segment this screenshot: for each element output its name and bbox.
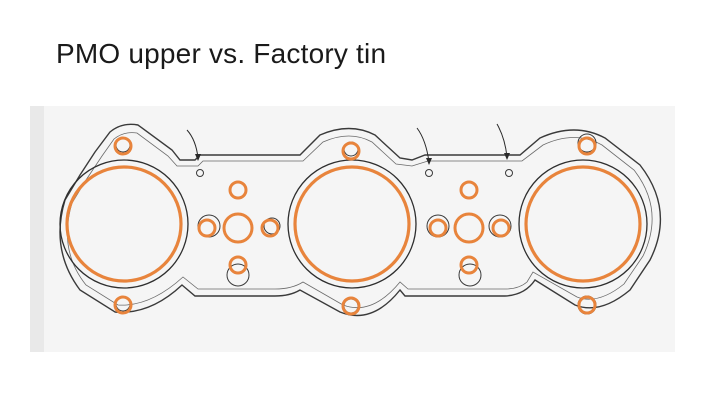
pmo-hole xyxy=(577,295,597,315)
gasket-inner-outline xyxy=(66,132,653,309)
gasket-outline xyxy=(59,123,662,317)
factory-hole xyxy=(263,217,281,235)
bore-3-factory xyxy=(518,159,648,289)
slide-title: PMO upper vs. Factory tin xyxy=(56,38,387,69)
arrow-head xyxy=(504,153,510,160)
bore-2-pmo xyxy=(293,165,411,283)
pmo-hole xyxy=(491,218,511,238)
pmo-hole xyxy=(341,296,361,316)
gasket-svg xyxy=(30,106,675,352)
pmo-hole xyxy=(113,136,133,156)
arrow-head xyxy=(195,154,201,161)
pmo-hole xyxy=(453,212,485,244)
pmo-hole xyxy=(228,255,248,275)
pmo-hole xyxy=(428,218,448,238)
bore-1-factory xyxy=(59,159,189,289)
factory-hole xyxy=(226,263,250,287)
factory-hole xyxy=(425,169,433,177)
bore-3-pmo xyxy=(524,165,642,283)
factory-hole xyxy=(196,169,204,177)
factory-hole xyxy=(505,169,513,177)
pmo-hole xyxy=(459,180,479,200)
paper-left-shade xyxy=(30,106,44,352)
pmo-hole xyxy=(197,218,217,238)
gasket-diagram xyxy=(30,106,675,352)
pmo-hole xyxy=(222,212,254,244)
pmo-hole xyxy=(459,255,479,275)
arrow-head xyxy=(426,158,432,165)
pmo-hole xyxy=(260,218,280,238)
pmo-hole xyxy=(113,295,133,315)
pmo-hole xyxy=(341,141,361,161)
pmo-hole xyxy=(577,136,597,156)
factory-hole xyxy=(458,263,482,287)
pmo-hole xyxy=(228,180,248,200)
bore-1-pmo xyxy=(65,165,183,283)
